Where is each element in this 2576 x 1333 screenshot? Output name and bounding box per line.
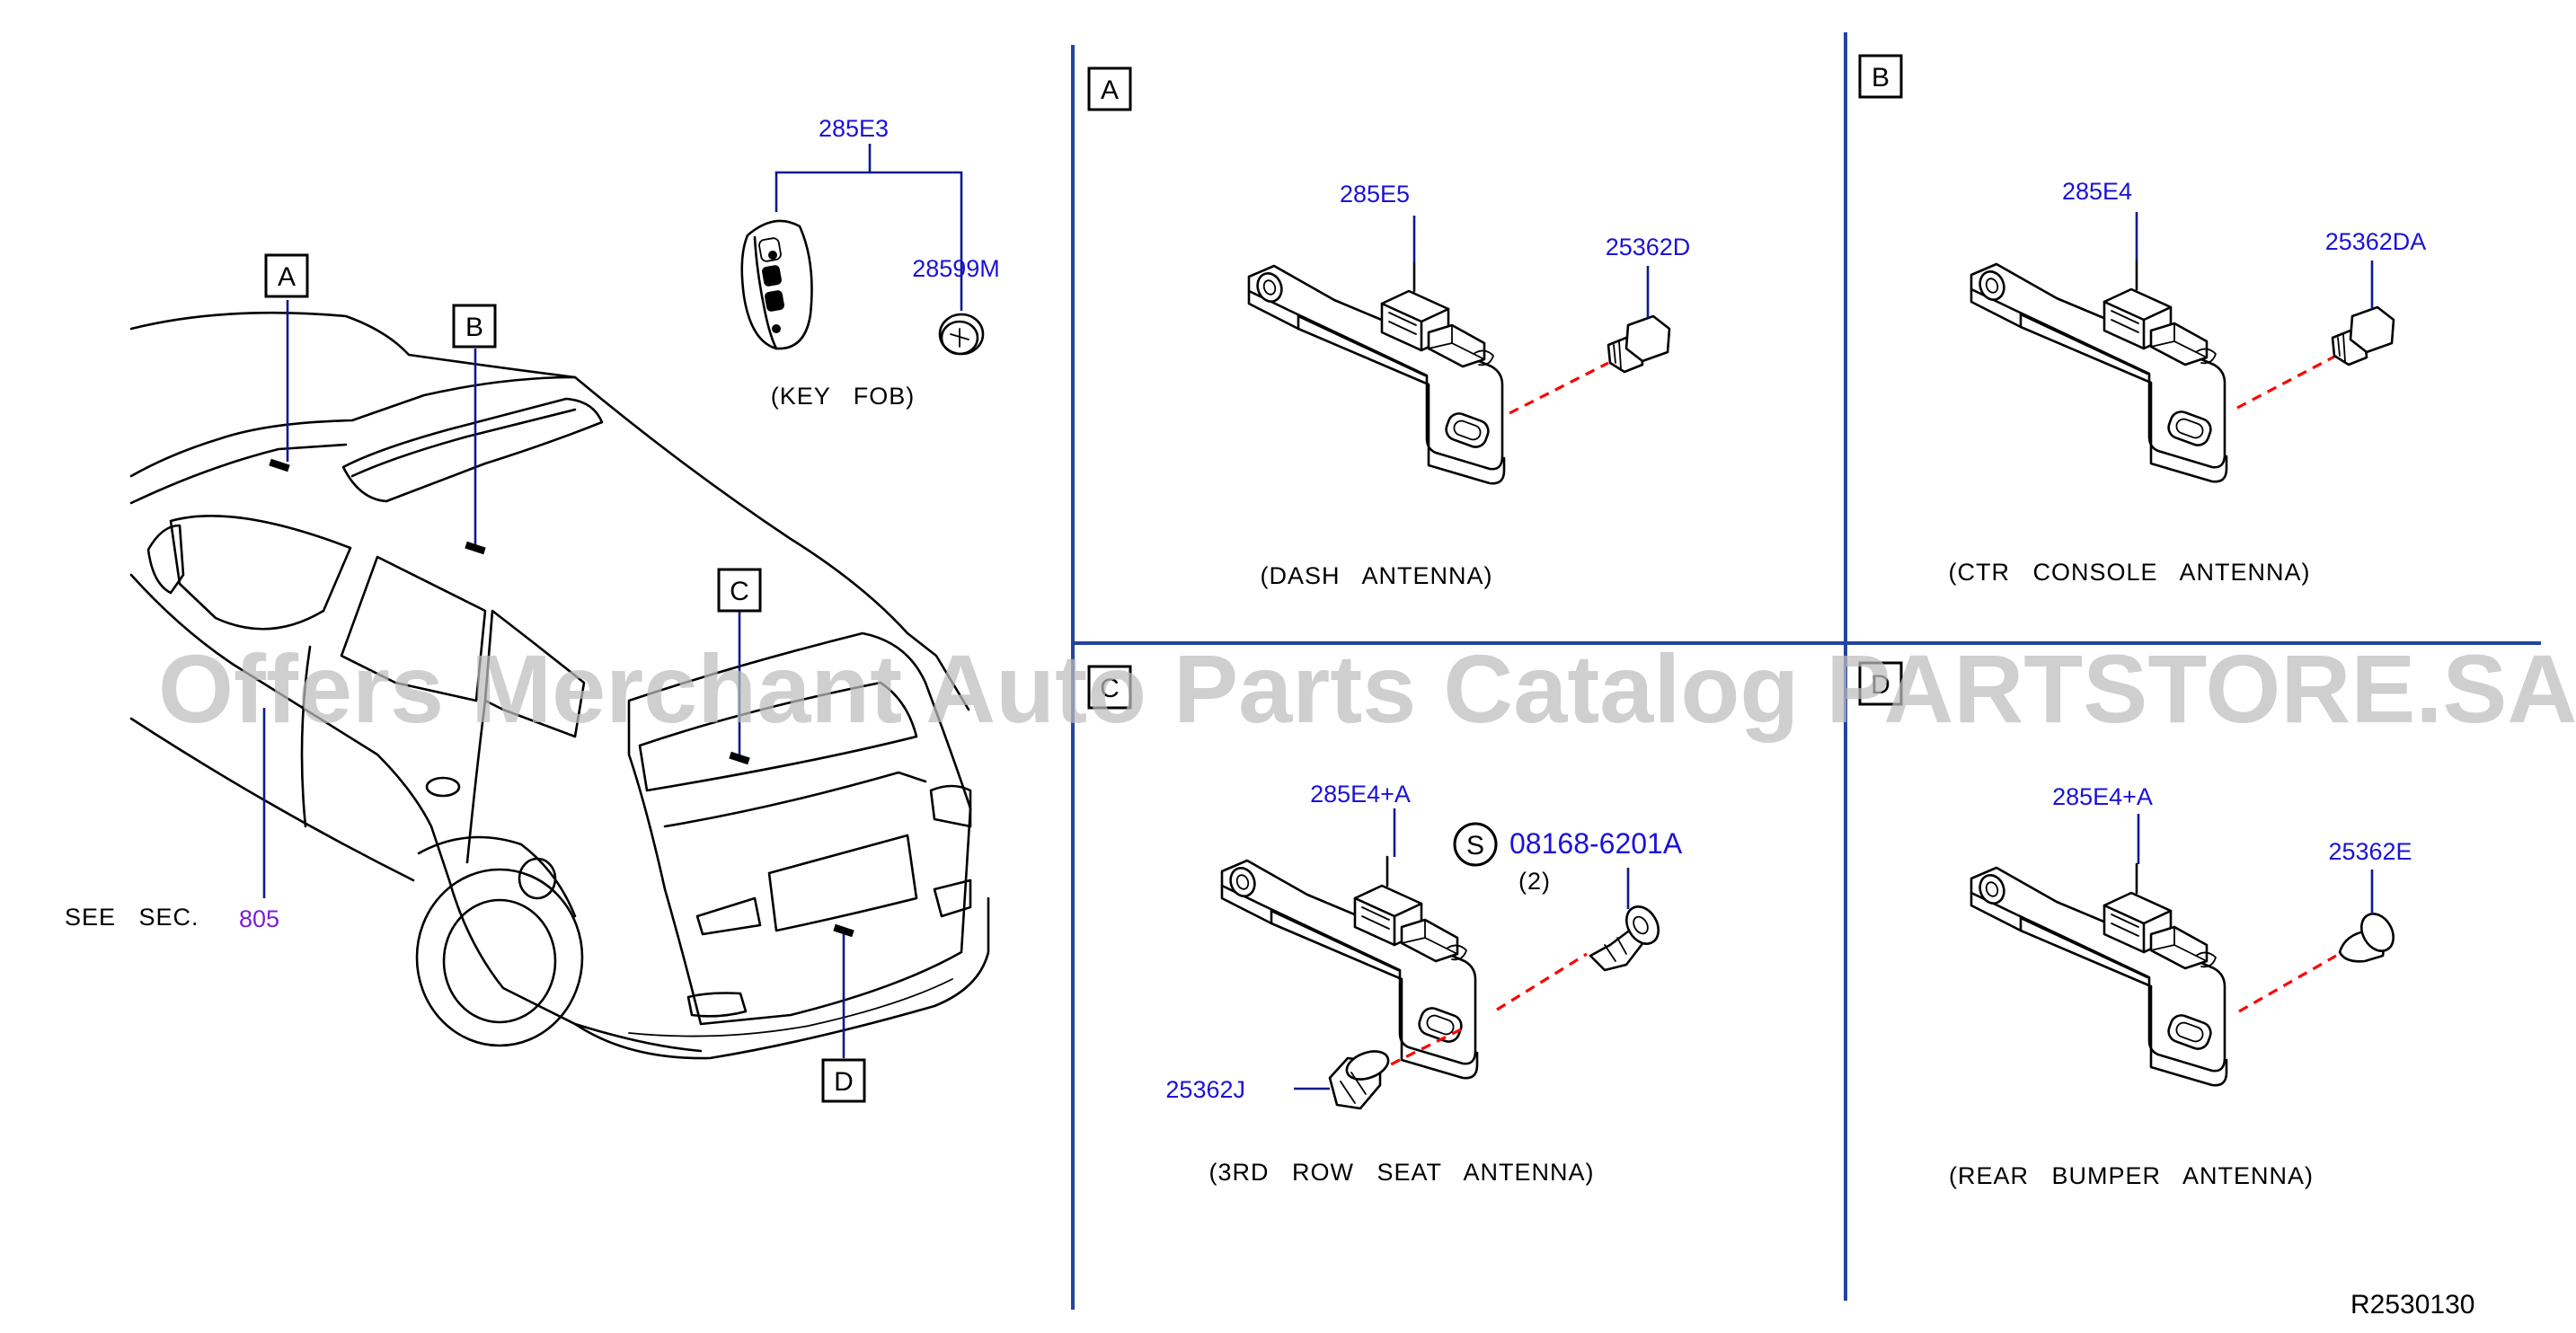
panel-c-box [1087,665,1132,710]
panel-d-caption: (REAR BUMPER ANTENNA) [1949,1162,2314,1189]
panel-c-label: C [1100,674,1120,703]
panel-b-antenna-illustration [1970,259,2228,483]
diagram-code: R2530130 [2350,1290,2474,1320]
panel-d-dash-line [2238,954,2337,1013]
panel-c-clip [1328,1050,1390,1110]
panel-b-label: B [1872,63,1890,93]
panel-b-fastener-part[interactable]: 25362DA [2325,228,2427,255]
panel-b-dash-line [2236,354,2337,410]
panel-b-antenna-part[interactable]: 285E4 [2062,178,2132,205]
callout-c: C [730,577,749,606]
callout-box-a [264,253,309,298]
standard-part-symbol [1453,822,1498,867]
panel-b-caption: (CTR CONSOLE ANTENNA) [1948,559,2310,586]
callout-b: B [465,313,483,342]
panel-d-antenna-illustration [1970,862,2228,1087]
see-section-label: SEE SEC. [65,904,199,931]
panel-b-bolt [2331,305,2395,366]
panel-a-box [1087,66,1132,111]
vehicle-illustration [129,311,990,1060]
panel-c-antenna-part[interactable]: 285E4+A [1310,781,1411,808]
panel-b-box [1858,54,1903,99]
callout-box-c [717,568,762,613]
callout-d: D [834,1067,854,1097]
panel-c-screw [1589,905,1660,972]
see-section-number[interactable]: 805 [239,905,279,932]
panel-d-box [1858,661,1903,706]
panel-c-caption: (3RD ROW SEAT ANTENNA) [1208,1159,1594,1186]
panel-c-screw-part[interactable]: 08168-6201A [1509,827,1683,860]
standard-part-symbol-text: S [1466,831,1484,861]
panel-c-antenna-illustration [1220,855,1479,1080]
panel-a-caption: (DASH ANTENNA) [1260,562,1492,589]
panel-d-label: D [1871,670,1890,700]
panel-a-antenna-part[interactable]: 285E5 [1340,181,1410,207]
panel-c-screw-qty: (2) [1518,868,1551,895]
panel-d-clip [2338,913,2395,963]
panel-a-fastener-part[interactable]: 25362D [1606,234,1691,260]
callout-box-d [821,1058,866,1103]
panel-a-antenna-illustration [1247,260,1506,485]
panel-a-dash-line [1509,361,1609,415]
panel-a-label: A [1101,75,1119,105]
key-fob-illustration [740,219,985,356]
key-fob-part-number[interactable]: 285E3 [819,115,889,142]
battery-part-number[interactable]: 28599M [912,255,1000,282]
callout-a: A [278,262,296,292]
panel-c-dash-line-screw [1496,952,1588,1011]
key-fob-caption: (KEY FOB) [771,383,916,410]
panel-a-bolt [1607,314,1671,374]
callout-box-b [452,304,497,349]
panel-c-clip-part[interactable]: 25362J [1165,1076,1245,1103]
panel-d-antenna-part[interactable]: 285E4+A [2052,783,2153,810]
panel-d-clip-part[interactable]: 25362E [2328,838,2412,865]
watermark: Offers Merchant Auto Parts Catalog PARTS… [158,634,2576,743]
